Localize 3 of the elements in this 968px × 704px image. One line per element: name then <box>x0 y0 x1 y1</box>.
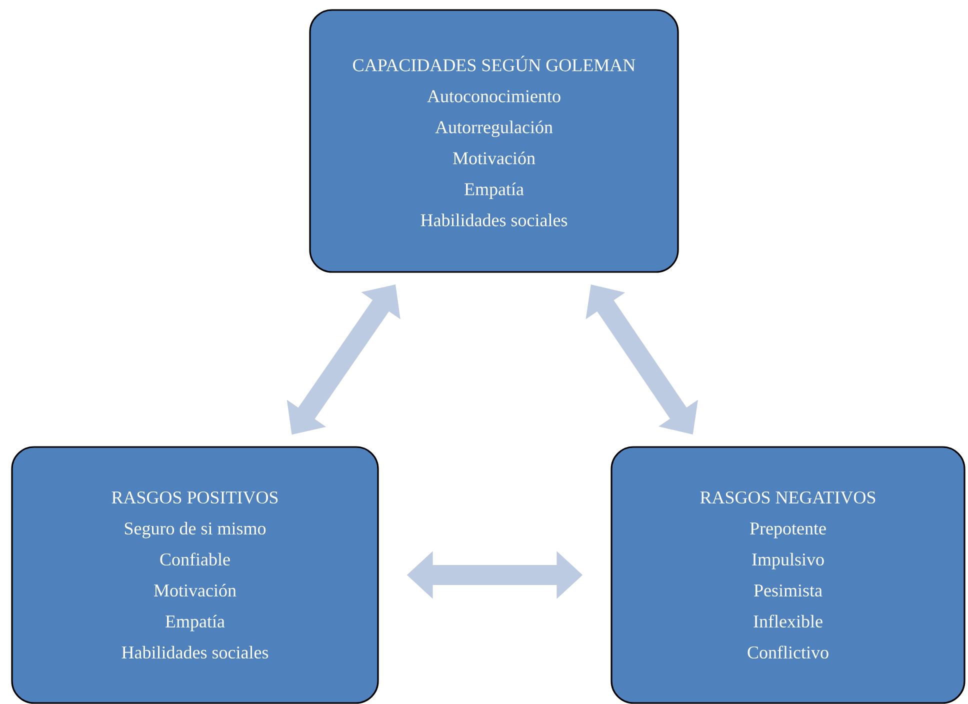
text-box: RASGOS NEGATIVOS Prepotente Impulsivo Pesimista Inflexible Conflictivo <box>610 446 966 704</box>
text-box: RASGOS POSITIVOS Seguro de si mismo Confiable Motivación Empatía Habilidades sociales <box>11 446 379 704</box>
text-box: CAPACIDADES SEGÚN GOLEMAN Autoconocimiento Autorregulación Motivación Empatía Habilidades sociales <box>309 9 679 273</box>
